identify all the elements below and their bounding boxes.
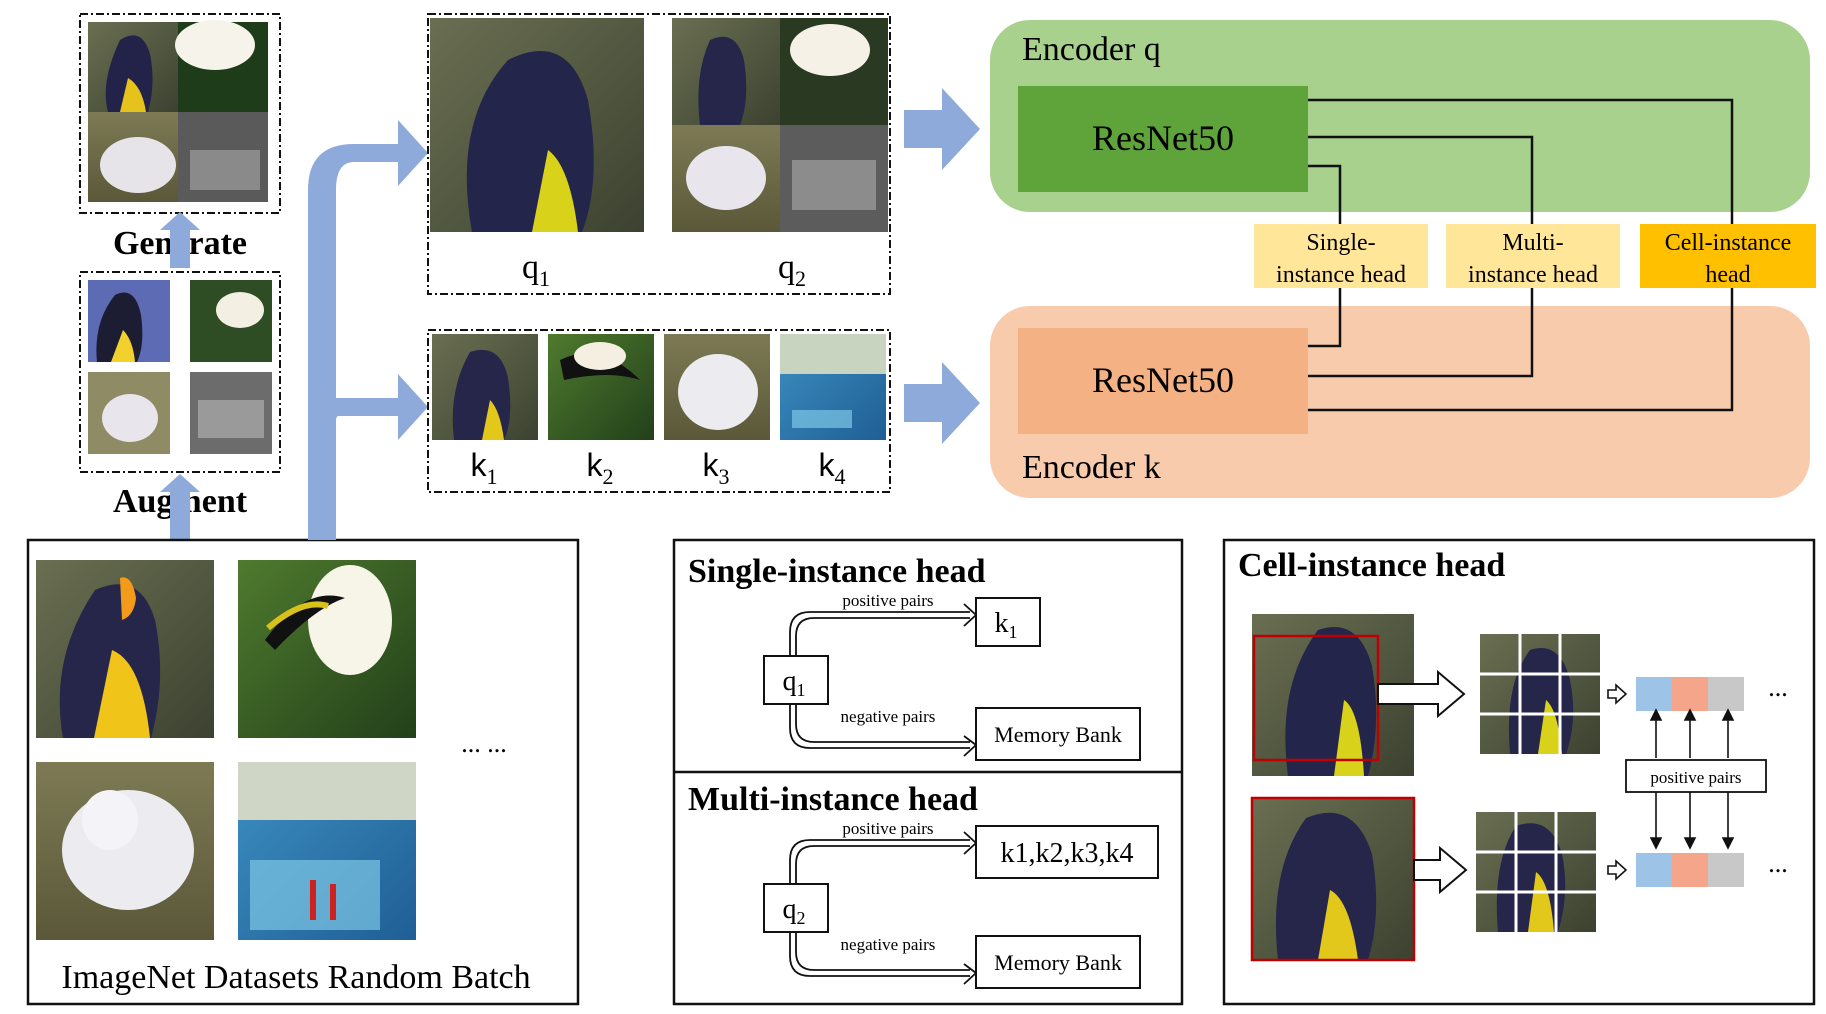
- encoder-k-title: Encoder k: [1022, 449, 1161, 486]
- split-arrow: [308, 120, 428, 540]
- cell-ellipsis-top: ...: [1768, 673, 1788, 702]
- positive-pairs-box: [1625, 759, 1767, 793]
- generate-panel: [79, 13, 281, 214]
- feature-cell: [1672, 853, 1708, 887]
- dataset-label: ImageNet Datasets Random Batch: [61, 959, 530, 996]
- feature-cell: [1636, 853, 1672, 887]
- multi-q2-label: q2: [783, 894, 806, 928]
- k1-label: k1: [471, 447, 498, 489]
- cell-grid-query: [1480, 634, 1600, 754]
- single-head-line1: Single-: [1306, 230, 1375, 256]
- feature-cell: [1708, 677, 1744, 711]
- cell-ellipsis-bottom: ...: [1768, 849, 1788, 878]
- cell-head-title: Cell-instance head: [1238, 547, 1505, 584]
- small-arrows: [1607, 683, 1628, 881]
- cell-positive-label: positive pairs: [1650, 768, 1741, 787]
- multi-memory-bank: Memory Bank: [994, 950, 1122, 975]
- cell-key-image: [1250, 796, 1416, 962]
- single-memory-bank: Memory Bank: [994, 722, 1122, 747]
- multi-head-title: Multi-instance head: [688, 781, 978, 818]
- k3-label: k3: [703, 447, 730, 489]
- k2-label: k2: [587, 447, 614, 489]
- key-views-panel: [427, 329, 891, 493]
- more-images-marker: ... ...: [461, 729, 507, 758]
- augment-arrow: [170, 490, 190, 540]
- single-instance-head-box: [1254, 224, 1428, 288]
- single-negative-label: negative pairs: [841, 707, 936, 726]
- feature-vector-query: [1636, 677, 1744, 711]
- cell-head-line2: head: [1705, 262, 1750, 288]
- feature-cell: [1672, 677, 1708, 711]
- cell-arrows: [1377, 669, 1468, 895]
- encoder-q: [990, 20, 1810, 212]
- head-boxes: [1254, 224, 1816, 288]
- multi-head-line1: Multi-: [1502, 230, 1563, 256]
- cell-grid-key: [1476, 812, 1596, 932]
- positive-pair-arrows: [1649, 708, 1735, 850]
- resnet50-k-label: ResNet50: [1092, 360, 1234, 400]
- resnet50-q-block: [1018, 86, 1308, 192]
- multi-positive-label: positive pairs: [842, 819, 933, 838]
- multi-keys-label: k1,k2,k3,k4: [1001, 838, 1134, 869]
- key-labels: k1 k2 k3 k4: [471, 447, 846, 489]
- encoder-k: [990, 306, 1810, 498]
- q1-label: q1: [522, 249, 550, 291]
- cell-query-image: [1252, 614, 1414, 776]
- multi-negative-label: negative pairs: [841, 935, 936, 954]
- feature-vector-key: [1636, 853, 1744, 887]
- single-k1-label: k1: [995, 608, 1018, 642]
- q2-label: q2: [778, 249, 806, 291]
- multi-head-flow: [763, 825, 1159, 989]
- single-q1-label: q1: [783, 666, 806, 700]
- single-head-title: Single-instance head: [688, 553, 986, 590]
- feature-cell: [1636, 677, 1672, 711]
- k4-label: k4: [819, 447, 846, 489]
- resnet50-k-block: [1018, 328, 1308, 434]
- augment-panel: [79, 271, 281, 473]
- single-positive-label: positive pairs: [842, 591, 933, 610]
- feature-cell: [1708, 853, 1744, 887]
- multi-head-line2: instance head: [1468, 262, 1598, 288]
- multi-instance-head-box: [1446, 224, 1620, 288]
- to-encoder-arrows: [904, 88, 980, 444]
- single-head-line2: instance head: [1276, 262, 1406, 288]
- query-views-panel: [427, 13, 891, 295]
- generate-arrow: [170, 228, 190, 268]
- cell-head-line1: Cell-instance: [1665, 230, 1792, 256]
- resnet50-q-label: ResNet50: [1092, 118, 1234, 158]
- cell-instance-head-box: [1640, 224, 1816, 288]
- single-head-flow: [763, 597, 1141, 761]
- dataset-batch-panel: [26, 538, 580, 1006]
- encoder-q-title: Encoder q: [1022, 31, 1161, 68]
- head-connectors: [1308, 98, 1734, 412]
